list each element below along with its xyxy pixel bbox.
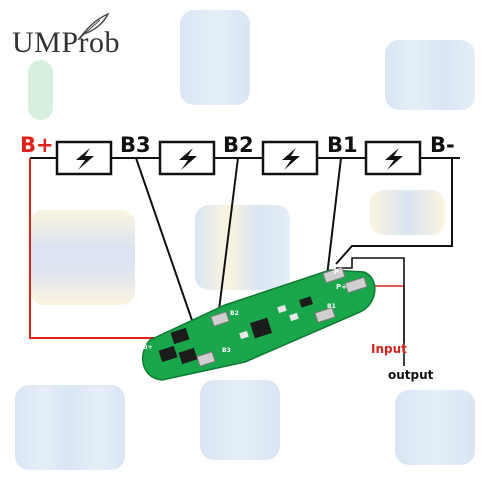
mosfet-chip — [170, 327, 190, 345]
background-battery-pack-center — [195, 205, 290, 290]
background-battery-pack-bottom-left — [15, 385, 125, 470]
silk-label-b1: B1 — [327, 303, 336, 310]
silk-label-b-plus: B+ — [143, 344, 153, 351]
controller-ic — [249, 317, 273, 339]
brand-logo: UMProb — [12, 12, 121, 60]
terminal-b2 — [210, 311, 230, 327]
background-battery-pack-top-right — [385, 40, 475, 110]
output-wire — [336, 257, 405, 366]
cell-2 — [158, 140, 216, 176]
terminal-p-plus — [344, 276, 368, 294]
b2-lead — [217, 157, 239, 319]
cell-3 — [261, 140, 319, 176]
smd-component — [277, 304, 287, 314]
node-label-b3: B3 — [120, 133, 151, 157]
smd-component — [289, 312, 299, 322]
feather-icon — [77, 12, 110, 41]
terminal-b3 — [196, 351, 216, 367]
cell-1 — [55, 140, 113, 176]
smd-component — [299, 296, 313, 308]
input-label: Input — [371, 342, 407, 356]
lightning-icon — [282, 148, 300, 170]
node-label-b1: B1 — [327, 133, 358, 157]
smd-component — [239, 330, 249, 340]
silk-label-p-plus: P+ — [336, 283, 347, 291]
background-battery-pack-left — [30, 210, 135, 305]
b-minus-wire — [335, 158, 453, 265]
lightning-icon — [385, 148, 403, 170]
lightning-icon — [76, 148, 94, 170]
background-pcb-top-left — [28, 60, 53, 120]
node-label-b2: B2 — [223, 133, 254, 157]
background-battery-pack-right — [370, 190, 445, 235]
cell-4 — [364, 140, 422, 176]
background-battery-pack-top — [180, 10, 250, 105]
background-battery-pack-bottom-center — [200, 380, 280, 460]
output-label: output — [388, 368, 434, 382]
lightning-icon — [179, 148, 197, 170]
brand-logo-text: UMProb — [12, 26, 121, 59]
bms-pcb-board — [142, 266, 376, 381]
silk-label-b3: B3 — [222, 347, 231, 354]
b-plus-wire — [29, 158, 155, 339]
mosfet-chip — [158, 345, 178, 363]
node-label-b-minus: B- — [430, 133, 455, 157]
terminal-p-minus — [322, 266, 346, 284]
silk-label-b2: B2 — [230, 310, 239, 317]
node-label-b-plus: B+ — [20, 133, 54, 157]
mosfet-chip — [178, 347, 198, 365]
silk-label-p-minus: P- — [334, 268, 342, 276]
terminal-b1 — [314, 306, 336, 324]
background-battery-pack-bottom-right — [395, 390, 475, 465]
